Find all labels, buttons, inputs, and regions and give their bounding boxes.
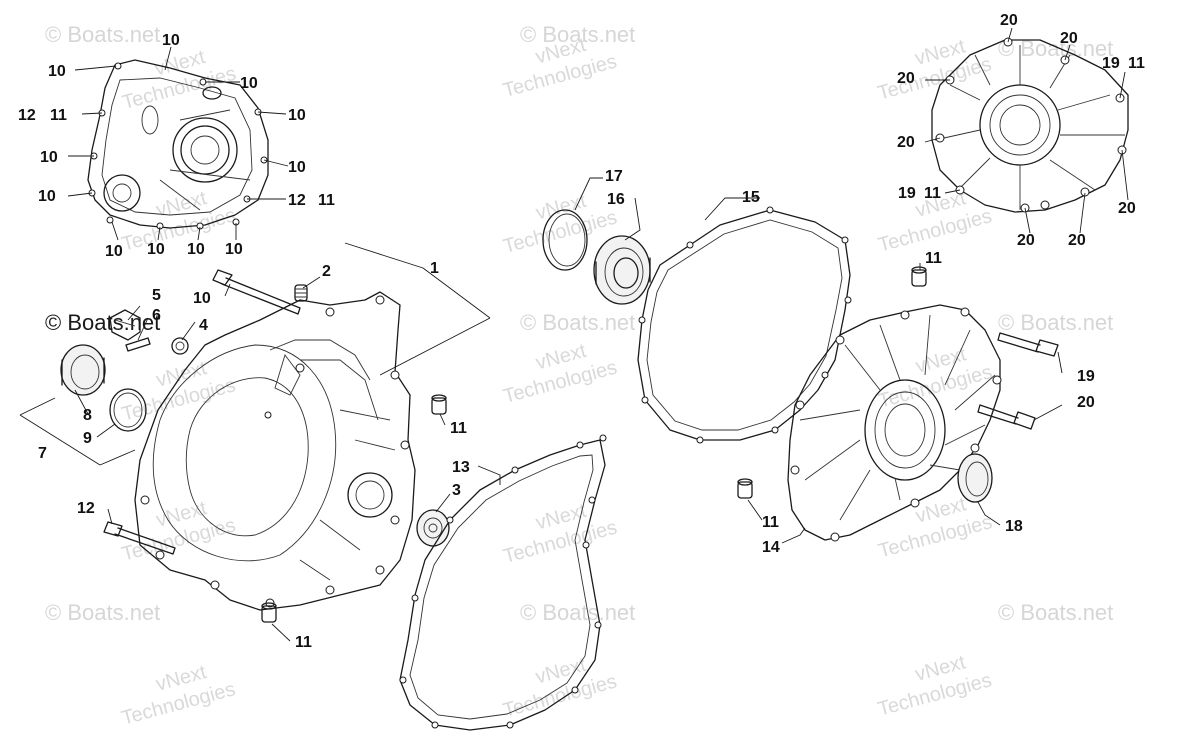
callout-11-dowel[interactable]: 11 (925, 250, 942, 267)
callout-17[interactable]: 17 (605, 168, 623, 185)
callout-5[interactable]: 5 (152, 287, 161, 304)
inset-left-callout-10[interactable]: 10 (48, 63, 66, 80)
inset-right-callout-20[interactable]: 20 (1017, 232, 1035, 249)
inset-right-callout-20[interactable]: 20 (897, 70, 915, 87)
inset-right-callout-11[interactable]: 11 (1128, 55, 1145, 72)
inset-right-cover (931, 37, 1129, 213)
inset-left-callout-10[interactable]: 10 (288, 159, 306, 176)
callout-7[interactable]: 7 (38, 445, 47, 462)
inset-right-callout-19[interactable]: 19 (898, 185, 916, 202)
callout-11-dowel[interactable]: 11 (762, 514, 779, 531)
watermark-brand: © Boats.net (520, 600, 635, 625)
inset-right-callout-20[interactable]: 20 (1060, 30, 1078, 47)
callout-8[interactable]: 8 (83, 407, 92, 424)
inset-right-leaders (924, 27, 1129, 234)
callout-18[interactable]: 18 (1005, 518, 1023, 535)
inset-right-callout-20[interactable]: 20 (1118, 200, 1136, 217)
inset-left-callout-12[interactable]: 12 (288, 192, 306, 209)
callout-2[interactable]: 2 (322, 263, 331, 280)
callout-6[interactable]: 6 (152, 307, 161, 324)
watermark-brand: © Boats.net (520, 22, 635, 47)
inset-left-callout-10[interactable]: 10 (40, 149, 58, 166)
callout-10-bolt[interactable]: 10 (193, 290, 211, 307)
left-crankcase-cover (134, 291, 416, 611)
left-gasket (399, 434, 607, 731)
watermark-brand: © Boats.net (520, 310, 635, 335)
watermark-brand: © Boats.net (998, 600, 1113, 625)
bearing-and-circlip (542, 209, 651, 305)
inset-left-leaders (67, 46, 289, 241)
inset-left-callout-10[interactable]: 10 (225, 241, 243, 258)
inset-right-callout-11[interactable]: 11 (924, 185, 941, 202)
callout-15[interactable]: 15 (742, 189, 760, 206)
callout-16[interactable]: 16 (607, 191, 625, 208)
inset-left-callout-10[interactable]: 10 (240, 75, 258, 92)
callout-11-dowel[interactable]: 11 (295, 634, 312, 651)
callout-labels: 1 2 3 4 5 6 7 8 9 10 11 12 13 14 15 16 1… (18, 12, 1145, 651)
inset-left-callout-11[interactable]: 11 (318, 192, 335, 209)
inset-left-callout-10[interactable]: 10 (38, 188, 56, 205)
callout-9[interactable]: 9 (83, 430, 92, 447)
right-small-parts (737, 266, 1059, 503)
inset-right-callout-20[interactable]: 20 (897, 134, 915, 151)
watermark-brand: © Boats.net (45, 22, 160, 47)
left-small-parts (60, 269, 450, 623)
callout-1[interactable]: 1 (430, 260, 439, 277)
inset-right-callout-20[interactable]: 20 (1068, 232, 1086, 249)
callout-11-dowel[interactable]: 11 (450, 420, 467, 437)
inset-left-callout-10[interactable]: 10 (288, 107, 306, 124)
inset-left-callout-11[interactable]: 11 (50, 107, 67, 124)
callout-19[interactable]: 19 (1077, 368, 1095, 385)
inset-left-callout-10[interactable]: 10 (147, 241, 165, 258)
inset-left-callout-12[interactable]: 12 (18, 107, 36, 124)
watermark-brand: © Boats.net (45, 600, 160, 625)
right-clutch-cover (787, 304, 1002, 542)
inset-right-callout-19[interactable]: 19 (1102, 55, 1120, 72)
watermark-brand-dark: © Boats.net (45, 310, 160, 335)
inset-left-callout-10[interactable]: 10 (187, 241, 205, 258)
inset-right-callout-20[interactable]: 20 (1000, 12, 1018, 29)
callout-3[interactable]: 3 (452, 482, 461, 499)
callout-12-bolt[interactable]: 12 (77, 500, 95, 517)
watermark-brand: © Boats.net (998, 310, 1113, 335)
callout-4[interactable]: 4 (199, 317, 208, 334)
watermark-layer: © Boats.net © Boats.net © Boats.net © Bo… (45, 22, 1113, 730)
inset-left-callout-10[interactable]: 10 (105, 243, 123, 260)
main-leaders (19, 177, 1063, 642)
center-gasket (637, 206, 852, 444)
inset-left-callout-10[interactable]: 10 (162, 32, 180, 49)
callout-14[interactable]: 14 (762, 539, 780, 556)
callout-13[interactable]: 13 (452, 459, 470, 476)
callout-20[interactable]: 20 (1077, 394, 1095, 411)
